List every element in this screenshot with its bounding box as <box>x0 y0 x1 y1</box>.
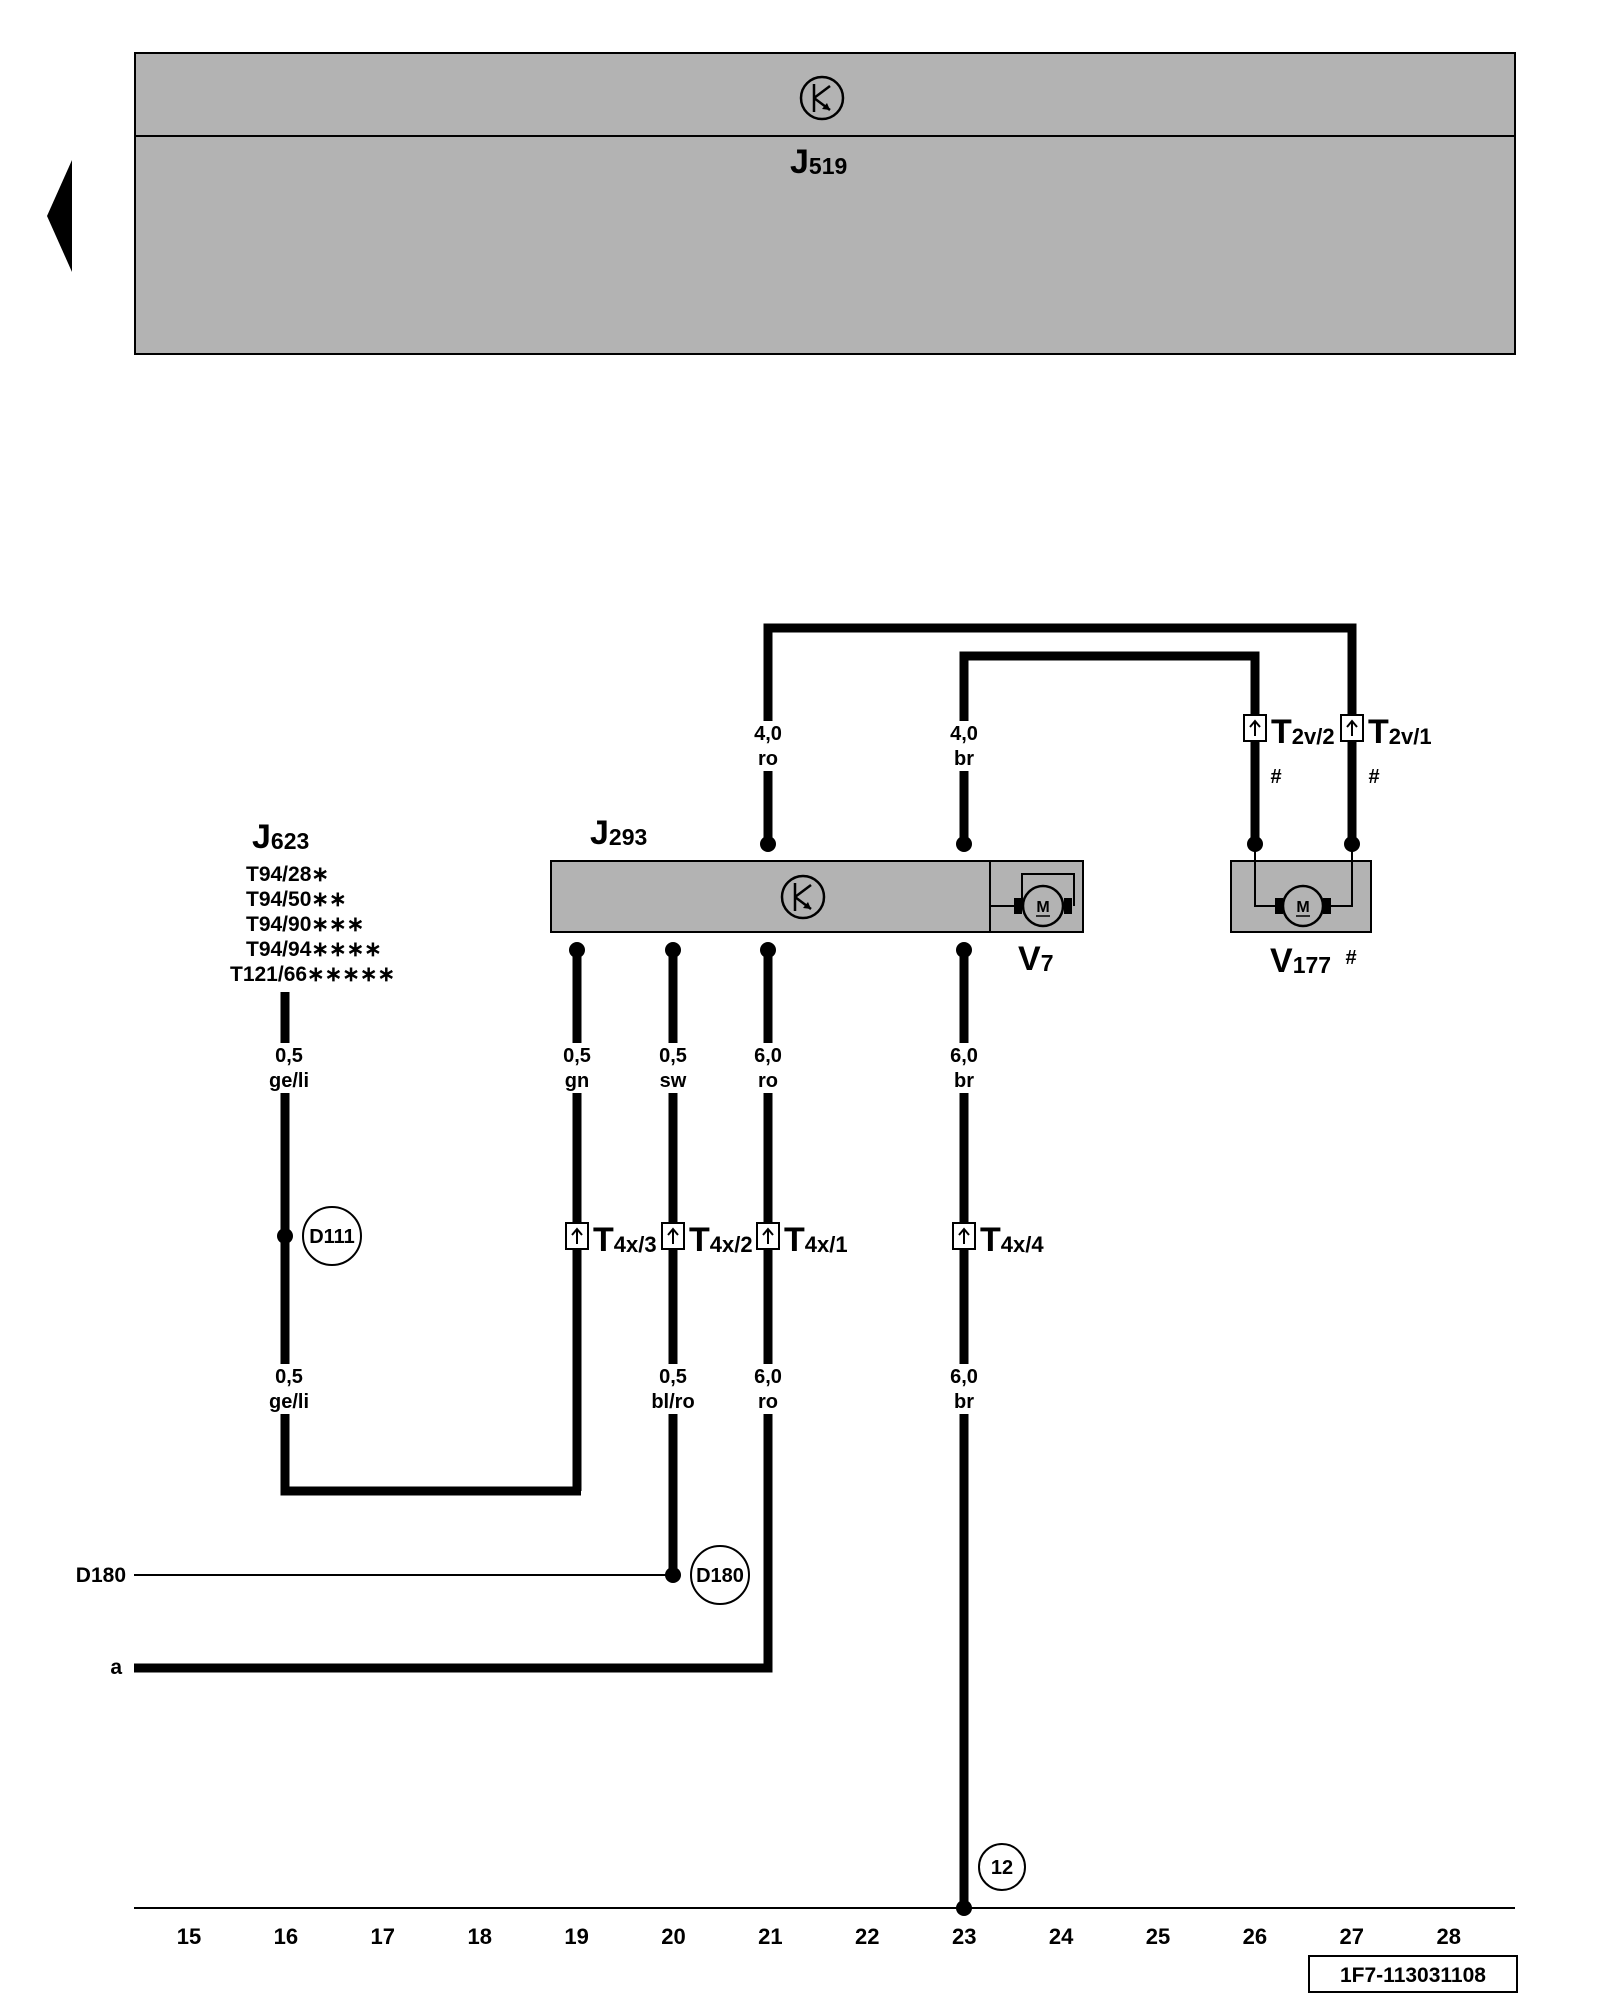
connector-t4x1: T4x/1 <box>756 1221 848 1259</box>
wire-label-size: 0,5 <box>275 1366 303 1388</box>
wire-label-size: 4,0 <box>754 723 782 745</box>
ruler-number: 21 <box>758 1924 782 1949</box>
thick-wires <box>134 623 1357 1908</box>
connector-t2v1-label: T2v/1 <box>1368 713 1432 751</box>
ruler-number: 17 <box>371 1924 395 1949</box>
motor-symbol: M <box>1296 899 1309 916</box>
wire-ro-6-0 <box>134 950 773 1673</box>
ruler-number: 16 <box>274 1924 298 1949</box>
ruler-number: 19 <box>564 1924 588 1949</box>
wire-label-size: 6,0 <box>950 1366 978 1388</box>
wire-label-size: 4,0 <box>950 723 978 745</box>
connector-t4x3: T4x/3 <box>565 1221 657 1259</box>
footer-code-box <box>1308 1955 1518 1993</box>
wire-label-color: ge/li <box>269 1070 309 1092</box>
wire-br-4-0 <box>959 651 1260 842</box>
ref-a[interactable]: a <box>110 1656 122 1679</box>
wire-label-color: sw <box>660 1070 687 1092</box>
j623-pin: T94/90∗∗∗ <box>246 913 364 936</box>
control-unit-icon <box>780 874 826 920</box>
connector-t2v1: T2v/1 # <box>1340 713 1432 788</box>
wire-label-color: br <box>954 1391 974 1413</box>
component-v177-label: V177 <box>1270 942 1331 980</box>
connector-t4x1-label: T4x/1 <box>784 1221 848 1259</box>
splice-d180[interactable]: D180 <box>690 1545 750 1605</box>
ruler-number: 24 <box>1049 1924 1074 1949</box>
control-unit-icon <box>799 75 845 121</box>
connector-t4x3-label: T4x/3 <box>593 1221 657 1259</box>
motor-icon: M <box>1275 884 1331 928</box>
hash-mark: # <box>1368 766 1379 788</box>
splice-d180-label: D180 <box>696 1565 744 1587</box>
component-j623-label: J623 <box>252 818 309 856</box>
connector-t4x2: T4x/2 <box>661 1221 753 1259</box>
wire-label-color: br <box>954 1070 974 1092</box>
j623-pin: T94/28∗ <box>246 863 329 886</box>
ground-point-icon[interactable]: 12 <box>978 1843 1026 1891</box>
connector-icon <box>1243 714 1267 742</box>
module-j293: M <box>550 860 1084 933</box>
connector-t2v2: T2v/2 # <box>1243 713 1335 788</box>
hash-mark: # <box>1270 766 1281 788</box>
ruler: 15 16 17 18 19 20 21 22 23 24 25 26 27 28 <box>177 1924 1461 1949</box>
wire-label-size: 0,5 <box>275 1045 303 1067</box>
connector-t4x4-label: T4x/4 <box>980 1221 1044 1259</box>
wire-label-size: 6,0 <box>754 1366 782 1388</box>
connector-t4x2-label: T4x/2 <box>689 1221 753 1259</box>
wire-label-color: br <box>954 748 974 770</box>
ruler-number: 26 <box>1243 1924 1267 1949</box>
ruler-number: 20 <box>661 1924 685 1949</box>
ruler-number: 27 <box>1340 1924 1364 1949</box>
back-arrow-icon[interactable] <box>47 160 72 272</box>
component-v177: M <box>1230 842 1372 933</box>
module-j519-label: J519 <box>790 143 847 181</box>
footer-code: 1F7-113031108 <box>1340 1964 1486 1987</box>
connector-icon <box>1340 714 1364 742</box>
wire-label-size: 6,0 <box>950 1045 978 1067</box>
connector-icon <box>661 1222 685 1250</box>
wire-label-color: ro <box>758 1391 778 1413</box>
wire-label-size: 6,0 <box>754 1045 782 1067</box>
wire-label-size: 0,5 <box>659 1366 687 1388</box>
connector-t4x4: T4x/4 <box>952 1221 1044 1259</box>
ruler-number: 18 <box>467 1924 491 1949</box>
junction-dots <box>277 836 1360 1916</box>
ruler-number: 15 <box>177 1924 201 1949</box>
wire-label-color: bl/ro <box>651 1391 694 1413</box>
wire-label-size: 0,5 <box>659 1045 687 1067</box>
splice-d111[interactable]: D111 <box>302 1206 362 1266</box>
ruler-number: 22 <box>855 1924 879 1949</box>
wire-label-color: ro <box>758 1070 778 1092</box>
motor-symbol: M <box>1036 899 1049 916</box>
splice-d111-label: D111 <box>309 1226 355 1248</box>
wire-label-color: ge/li <box>269 1391 309 1413</box>
j623-pin: T121/66∗∗∗∗∗ <box>230 963 395 986</box>
ruler-number: 28 <box>1436 1924 1460 1949</box>
wire-label-color: ro <box>758 748 778 770</box>
j623-pin: T94/50∗∗ <box>246 888 347 911</box>
connector-icon <box>952 1222 976 1250</box>
wire-geli <box>280 992 581 1496</box>
connector-icon <box>565 1222 589 1250</box>
j623-pin: T94/94∗∗∗∗ <box>246 938 382 961</box>
module-j519: J519 <box>134 52 1516 355</box>
motor-icon: M <box>990 873 1075 928</box>
v177-hash-mark: # <box>1345 947 1356 969</box>
ground-point-label: 12 <box>991 1857 1013 1879</box>
connector-t2v2-label: T2v/2 <box>1271 713 1335 751</box>
component-v7-label: V7 <box>1018 940 1053 978</box>
connector-icon <box>756 1222 780 1250</box>
component-j293-label: J293 <box>590 814 647 852</box>
wire-label-size: 0,5 <box>563 1045 591 1067</box>
ruler-number: 23 <box>952 1924 976 1949</box>
ref-d180[interactable]: D180 <box>76 1564 126 1587</box>
ruler-number: 25 <box>1146 1924 1170 1949</box>
wire-label-color: gn <box>565 1070 589 1092</box>
